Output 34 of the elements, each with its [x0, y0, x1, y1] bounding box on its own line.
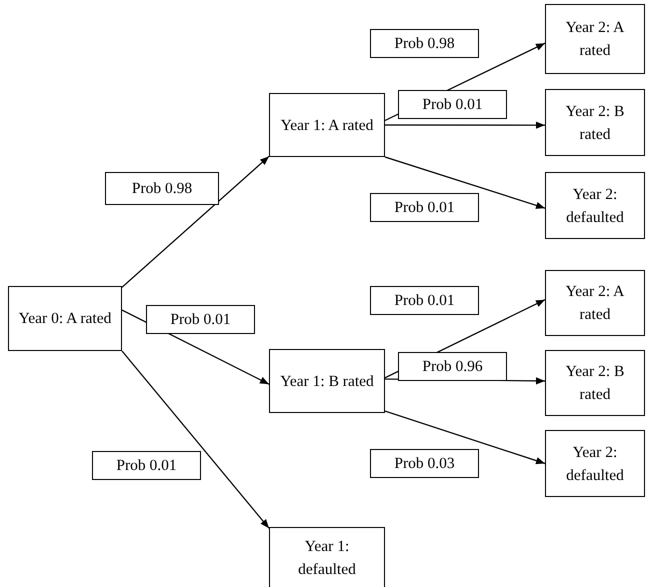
state-box — [545, 4, 645, 74]
state-label: Year 2: A rated — [564, 282, 626, 325]
arrow — [122, 156, 270, 288]
probability-label: Prob 0.03 — [370, 449, 479, 478]
state-box — [269, 93, 385, 157]
probability-label: Prob 0.98 — [105, 172, 219, 205]
arrow — [385, 122, 545, 129]
state-label: Year 1: defaulted — [297, 537, 357, 580]
state-box — [545, 430, 645, 497]
state-box — [269, 349, 385, 413]
state-label: Year 1: B rated — [280, 372, 374, 392]
probability-label: Prob 0.01 — [370, 193, 479, 222]
arrow — [122, 350, 270, 529]
state-box — [269, 527, 385, 587]
state-label: Year 0: A rated — [18, 309, 112, 329]
probability-label: Prob 0.01 — [92, 451, 201, 480]
probability-label: Prob 0.01 — [370, 286, 479, 315]
state-label: Year 2: B rated — [564, 362, 626, 405]
state-box — [545, 350, 645, 416]
state-label: Year 2: defaulted — [565, 442, 625, 486]
probability-label: Prob 0.01 — [146, 305, 255, 334]
state-box — [8, 286, 122, 351]
state-label: Year 1: A rated — [280, 116, 374, 136]
state-box — [545, 172, 645, 239]
state-box — [545, 270, 645, 336]
probability-label: Prob 0.01 — [398, 90, 507, 119]
probability-label: Prob 0.98 — [370, 29, 479, 58]
probability-label: Prob 0.96 — [398, 352, 507, 381]
arrow — [384, 156, 546, 209]
state-label: Year 2: B rated — [564, 102, 626, 144]
state-label: Year 2: defaulted — [565, 184, 625, 228]
state-label: Year 2: A rated — [564, 18, 626, 61]
arrow — [384, 410, 546, 464]
state-box — [545, 89, 645, 156]
